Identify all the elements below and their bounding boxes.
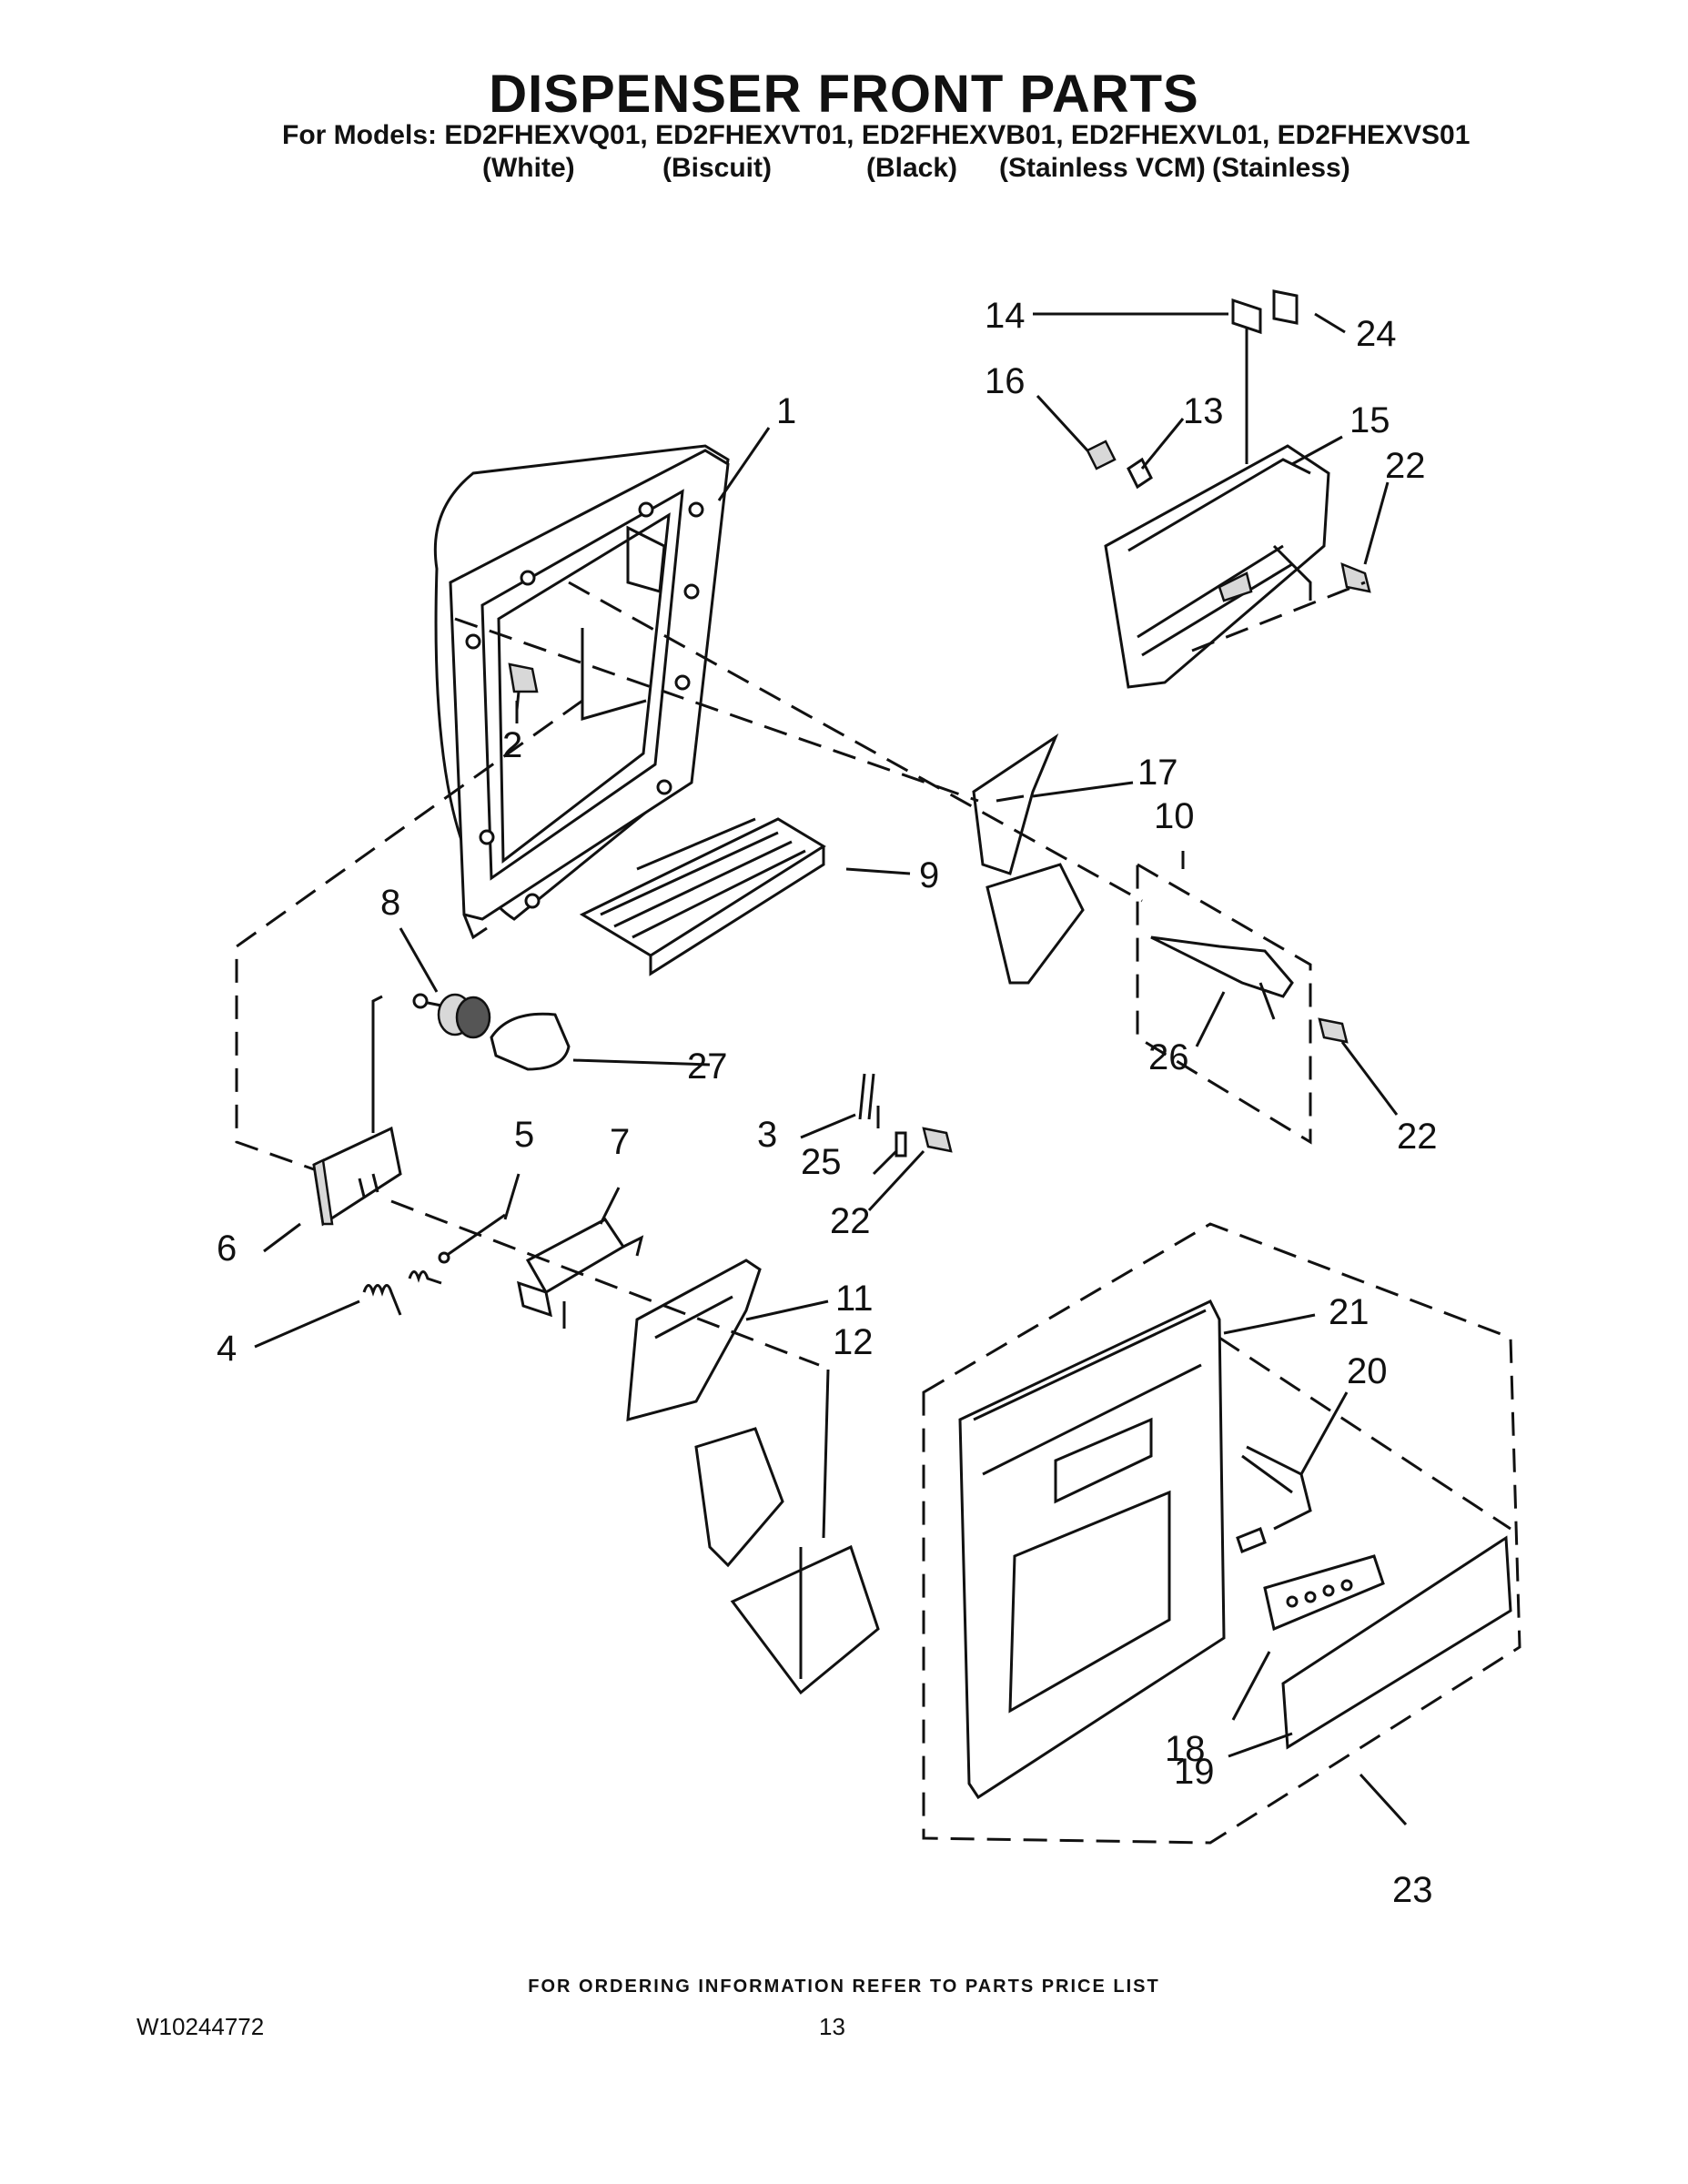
part-chute-12 bbox=[730, 1544, 880, 1695]
group-box-23 bbox=[922, 1222, 1521, 1845]
explosion-line-latch bbox=[390, 1199, 820, 1367]
callout-3: 3 bbox=[757, 1115, 777, 1155]
callout-10: 10 bbox=[1154, 796, 1195, 836]
color-white: (White) bbox=[482, 153, 575, 183]
part-spring-4 bbox=[362, 1270, 442, 1316]
callout-16: 16 bbox=[985, 361, 1026, 401]
page-title: DISPENSER FRONT PARTS bbox=[489, 65, 1199, 124]
callout-18: 18 bbox=[1165, 1729, 1206, 1769]
part-cover-27 bbox=[490, 1012, 571, 1071]
part-harness-20 bbox=[1236, 1445, 1312, 1553]
explosion-line-main bbox=[454, 617, 979, 803]
part-drip-tray bbox=[579, 817, 826, 976]
callout-22-upper: 22 bbox=[1385, 446, 1426, 486]
part-motor-8 bbox=[412, 993, 491, 1039]
part-overlay-19 bbox=[1281, 1535, 1512, 1750]
part-water-paddle bbox=[972, 733, 1085, 985]
part-latch-7 bbox=[517, 1218, 644, 1329]
callout-24: 24 bbox=[1356, 314, 1397, 354]
callout-8: 8 bbox=[380, 883, 400, 923]
color-stainless: (Stainless) bbox=[1212, 153, 1350, 183]
color-stainless-vcm: (Stainless VCM) bbox=[999, 153, 1206, 183]
callout-11: 11 bbox=[835, 1279, 874, 1319]
models-line: For Models: ED2FHEXVQ01, ED2FHEXVT01, ED… bbox=[282, 120, 1471, 150]
callout-21: 21 bbox=[1329, 1292, 1370, 1332]
part-ice-paddle-11 bbox=[626, 1259, 784, 1568]
callout-26: 26 bbox=[1148, 1037, 1189, 1077]
color-black: (Black) bbox=[866, 153, 958, 183]
leader-lines bbox=[254, 312, 1408, 1826]
part-control-board-18 bbox=[1263, 1554, 1385, 1632]
explosion-line-panel bbox=[1218, 1336, 1511, 1531]
part-housing-frame bbox=[433, 444, 730, 940]
part-module-6 bbox=[312, 995, 402, 1227]
callout-15: 15 bbox=[1349, 400, 1390, 440]
callout-17: 17 bbox=[1137, 753, 1178, 793]
callout-20: 20 bbox=[1347, 1351, 1388, 1391]
group-box-10 bbox=[1136, 862, 1312, 1145]
callout-labels: 1 2 3 4 5 6 7 8 9 10 11 12 13 14 15 16 1… bbox=[217, 296, 1438, 1910]
callout-22-center: 22 bbox=[830, 1201, 871, 1241]
callout-6: 6 bbox=[217, 1228, 237, 1269]
document-number: W10244772 bbox=[136, 2013, 265, 2040]
part-switch-26 bbox=[1150, 935, 1349, 1044]
model-colors: (White) (Biscuit) (Black) (Stainless VCM… bbox=[0, 153, 1688, 189]
callout-19: 19 bbox=[1174, 1752, 1215, 1792]
part-front-panel-21 bbox=[958, 1299, 1226, 1800]
color-biscuit: (Biscuit) bbox=[662, 153, 772, 183]
page-number: 13 bbox=[819, 2013, 845, 2040]
callout-13: 13 bbox=[1183, 391, 1224, 431]
explosion-line-water bbox=[568, 581, 1143, 903]
part-bracket-assembly bbox=[1086, 289, 1371, 689]
callout-25: 25 bbox=[801, 1142, 842, 1182]
callout-22-right: 22 bbox=[1397, 1117, 1438, 1157]
ordering-note: FOR ORDERING INFORMATION REFER TO PARTS … bbox=[528, 1977, 1160, 1997]
callout-5: 5 bbox=[514, 1115, 534, 1155]
explosion-line-frame bbox=[235, 699, 583, 1171]
callout-7: 7 bbox=[610, 1122, 630, 1162]
callout-4: 4 bbox=[217, 1329, 237, 1369]
part-spring-3 bbox=[858, 1073, 953, 1158]
part-pin-5 bbox=[438, 1213, 506, 1264]
callout-9: 9 bbox=[919, 855, 939, 895]
callout-27: 27 bbox=[687, 1046, 728, 1087]
explosion-line-bracket bbox=[1191, 581, 1366, 652]
callout-2: 2 bbox=[502, 725, 522, 765]
callout-14: 14 bbox=[985, 296, 1026, 336]
callout-1: 1 bbox=[776, 391, 796, 431]
callout-12: 12 bbox=[833, 1322, 874, 1362]
callout-23: 23 bbox=[1392, 1870, 1433, 1910]
